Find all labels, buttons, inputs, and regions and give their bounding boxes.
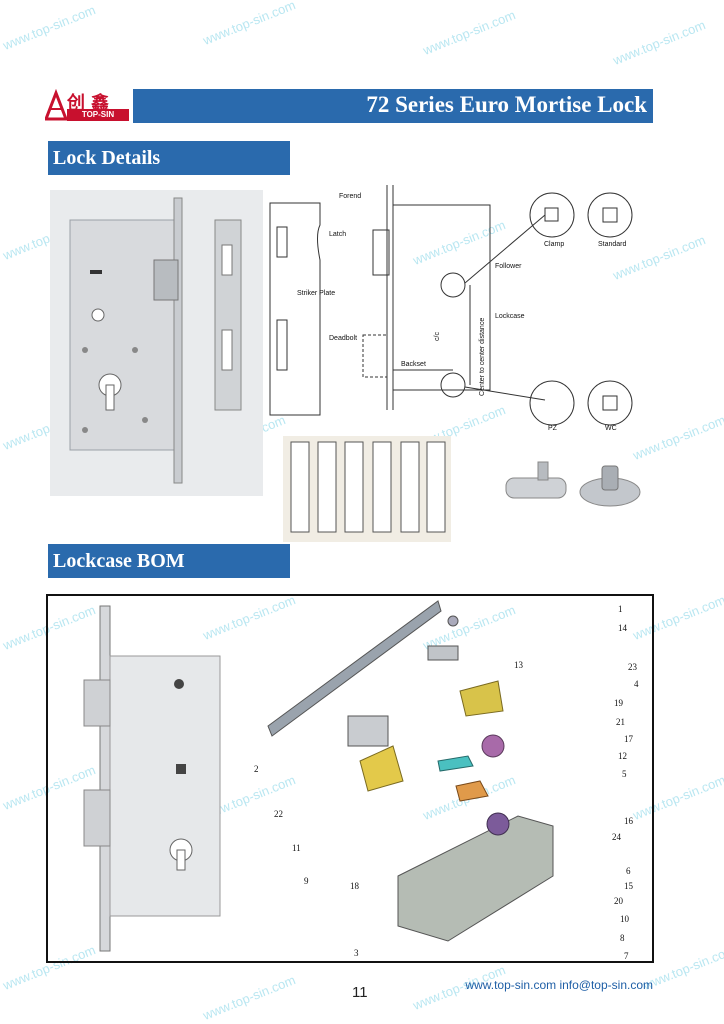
label-backset: Backset bbox=[401, 361, 426, 368]
label-standard: Standard bbox=[598, 241, 627, 248]
lock-illustration bbox=[69, 197, 242, 484]
watermark-text: www.top-sin.com bbox=[420, 7, 518, 58]
page-number: 11 bbox=[352, 984, 368, 1001]
label-striker-plate: Striker Plate bbox=[297, 290, 336, 297]
cylinder-illustration bbox=[505, 461, 641, 507]
bom-part-number: 24 bbox=[612, 832, 621, 842]
lock-dimension-diagram: Forend Latch Striker Plate Deadbolt Back… bbox=[265, 185, 645, 435]
bom-part-number: 15 bbox=[624, 881, 633, 891]
company-logo: 创鑫 TOP-SIN bbox=[43, 88, 133, 123]
bom-part-number: 19 bbox=[614, 698, 623, 708]
watermark-text: www.top-sin.com bbox=[200, 972, 298, 1023]
label-lockcase: Lockcase bbox=[495, 313, 525, 320]
cylinder-thumbturn-photo bbox=[498, 450, 646, 520]
bom-exploded-view bbox=[83, 600, 554, 952]
bom-part-number: 14 bbox=[618, 623, 627, 633]
bom-part-number: 10 bbox=[620, 914, 629, 924]
logo-chinese-text: 创鑫 bbox=[67, 93, 115, 114]
bom-part-number: 2 bbox=[254, 764, 259, 774]
bom-part-number: 5 bbox=[622, 769, 627, 779]
bom-part-number: 13 bbox=[514, 660, 523, 670]
bom-part-number: 20 bbox=[614, 896, 623, 906]
label-pz: PZ bbox=[548, 425, 557, 432]
watermark-text: www.top-sin.com bbox=[200, 0, 298, 48]
section-title-lock-details: Lock Details bbox=[48, 141, 290, 175]
bom-part-number: 9 bbox=[304, 876, 309, 886]
label-deadbolt: Deadbolt bbox=[329, 335, 358, 342]
footer-contact: www.top-sin.com info@top-sin.com bbox=[465, 978, 653, 992]
section-title-lockcase-bom: Lockcase BOM bbox=[48, 544, 290, 578]
page-title: 72 Series Euro Mortise Lock bbox=[366, 92, 647, 117]
label-cc: c/c bbox=[433, 332, 441, 341]
bom-part-number: 18 bbox=[350, 881, 359, 891]
header-bar: 72 Series Euro Mortise Lock bbox=[133, 89, 653, 123]
bom-part-number: 8 bbox=[620, 933, 625, 943]
label-center-distance: Center to center distance bbox=[479, 317, 486, 396]
watermark-text: www.top-sin.com bbox=[0, 2, 98, 53]
label-forend: Forend bbox=[339, 193, 362, 200]
bom-part-number: 21 bbox=[616, 717, 625, 727]
label-latch: Latch bbox=[329, 231, 347, 238]
lock-photo bbox=[50, 190, 263, 496]
label-follower: Follower bbox=[495, 263, 522, 270]
bom-part-number: 11 bbox=[292, 843, 301, 853]
bom-part-number: 23 bbox=[628, 662, 637, 672]
bom-part-number: 6 bbox=[626, 866, 631, 876]
label-clamp: Clamp bbox=[544, 241, 565, 248]
watermark-text: www.top-sin.com bbox=[610, 17, 708, 68]
bom-part-number: 7 bbox=[624, 951, 629, 961]
dimension-drawing bbox=[269, 185, 633, 426]
bom-part-number: 4 bbox=[634, 679, 639, 689]
logo-english-text: TOP-SIN bbox=[67, 109, 129, 121]
striker-plates-photo bbox=[283, 436, 451, 542]
bom-part-number: 3 bbox=[354, 948, 359, 958]
bom-part-number: 22 bbox=[274, 809, 283, 819]
striker-plates-illustration bbox=[290, 441, 446, 533]
bom-part-number: 12 bbox=[618, 751, 627, 761]
label-wc: WC bbox=[605, 425, 617, 432]
bom-part-number: 17 bbox=[624, 734, 633, 744]
logo-mark-icon bbox=[43, 88, 69, 121]
bom-part-number: 1 bbox=[618, 604, 623, 614]
bom-part-number: 16 bbox=[624, 816, 633, 826]
